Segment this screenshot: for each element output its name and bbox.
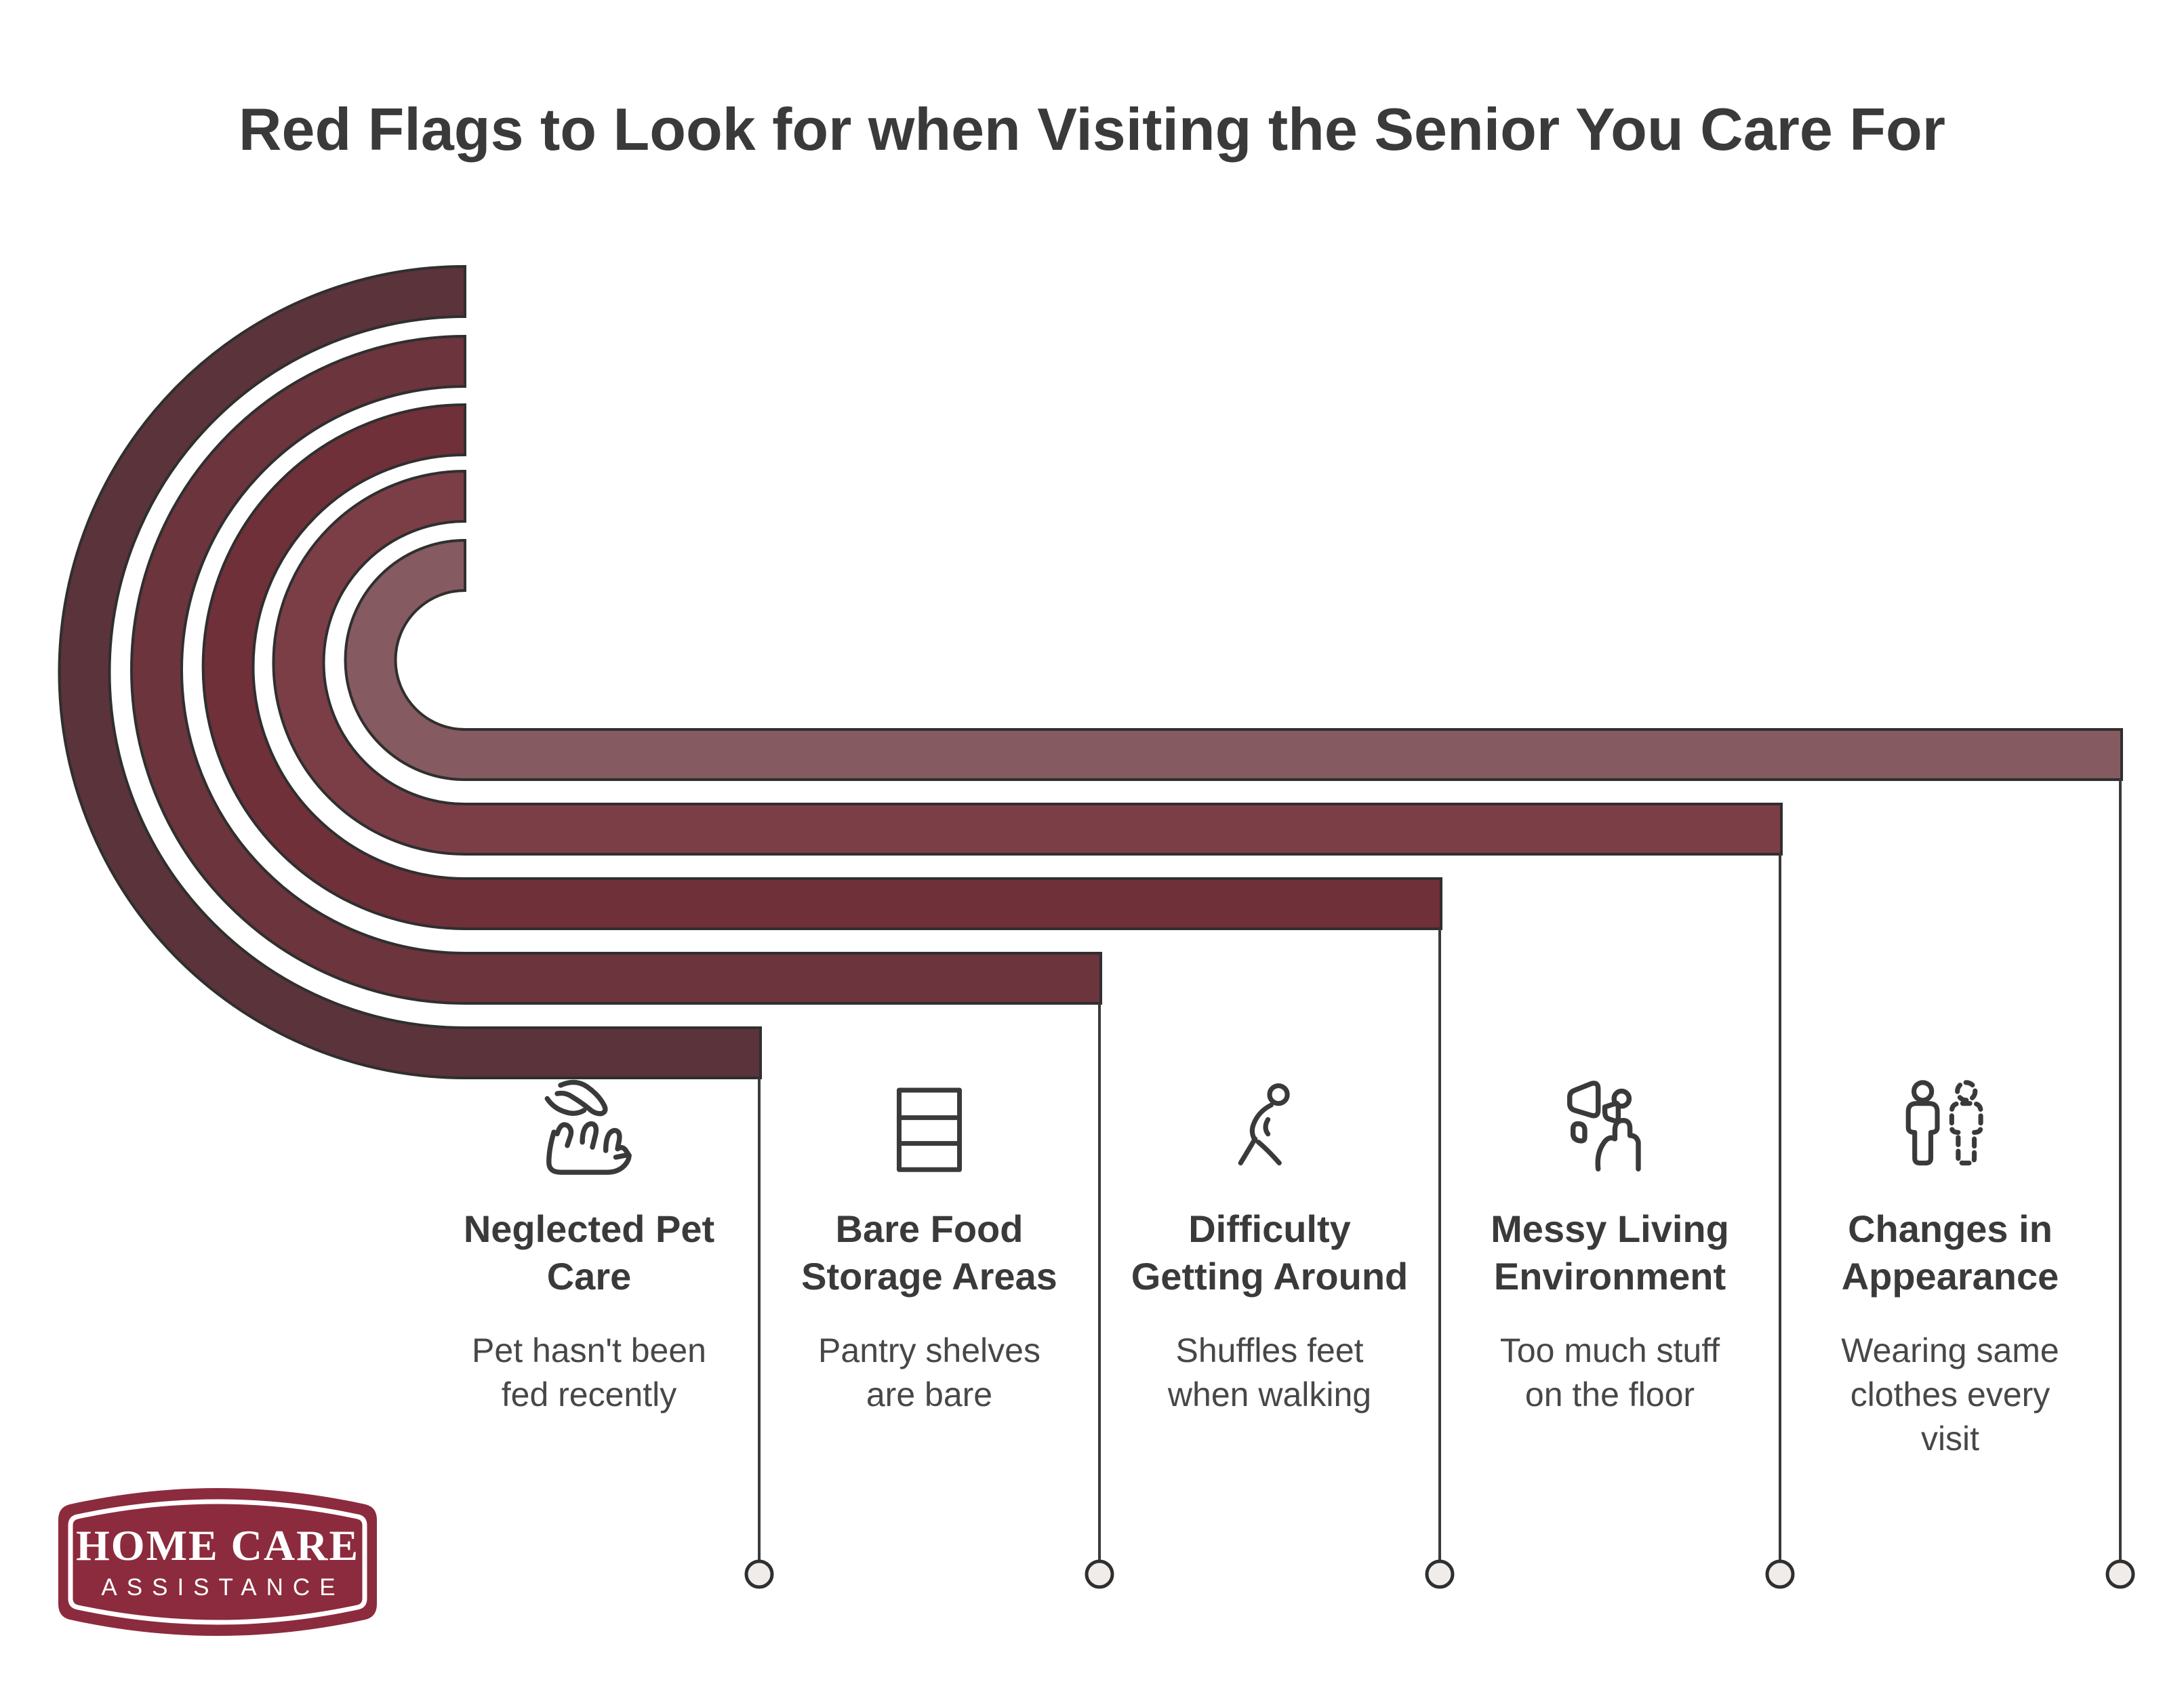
connector-dot-2 (1085, 1559, 1114, 1589)
item-icon-wrap (1457, 1066, 1762, 1182)
item-column-4: Messy Living Environment Too much stuff … (1457, 1066, 1762, 1417)
page-title: Red Flags to Look for when Visiting the … (238, 96, 1946, 163)
item-title: Neglected Pet Care (463, 1207, 715, 1298)
flow-bands-layer (58, 264, 2135, 1589)
item-column-1: Neglected Pet Care Pet hasn't been fed r… (437, 1066, 742, 1417)
flow-band-3 (201, 403, 1442, 930)
item-title: Messy Living Environment (1491, 1207, 1729, 1298)
item-icon-wrap (777, 1066, 1082, 1182)
connector-dot-5 (2105, 1559, 2135, 1589)
person-solid (1905, 1080, 1940, 1166)
flow-band-4 (272, 469, 1783, 856)
brand-subtitle: ASSISTANCE (101, 1574, 344, 1601)
item-icon-wrap (1117, 1066, 1422, 1182)
item-description: Shuffles feet when walking (1167, 1331, 1372, 1414)
walking-person-icon (1238, 1083, 1290, 1166)
appearance-change-icon (1905, 1080, 1983, 1166)
item-icon-wrap (437, 1066, 742, 1182)
brand-badge: HOME CARE ASSISTANCE (58, 1488, 377, 1636)
item-description: Pet hasn't been fed recently (472, 1331, 706, 1414)
item-icon-wrap (1798, 1066, 2103, 1182)
person-dashed (1949, 1080, 1983, 1166)
brand-badge-shape (58, 1488, 377, 1636)
item-column-2: Bare Food Storage Areas Pantry shelves a… (777, 1066, 1082, 1417)
connector-dot-3 (1425, 1559, 1455, 1589)
item-column-3: Difficulty Getting Around Shuffles feet … (1117, 1066, 1422, 1417)
item-title: Changes in Appearance (1841, 1207, 2059, 1298)
brand-name: HOME CARE (76, 1521, 359, 1569)
brand-badge-inner-border (68, 1499, 367, 1625)
connector-dot-4 (1765, 1559, 1795, 1589)
item-title: Bare Food Storage Areas (801, 1207, 1057, 1298)
pantry-shelves-icon (896, 1087, 963, 1172)
flow-band-5 (344, 538, 2123, 781)
item-description: Pantry shelves are bare (818, 1331, 1040, 1414)
item-description: Too much stuff on the floor (1499, 1331, 1720, 1414)
flow-band-1 (58, 264, 762, 1079)
flow-band-2 (130, 334, 1102, 1005)
connector-dot-1 (744, 1559, 774, 1589)
item-description: Wearing same clothes every visit (1841, 1331, 2059, 1458)
clutter-icon (1567, 1081, 1641, 1171)
item-title: Difficulty Getting Around (1131, 1207, 1409, 1298)
item-column-5: Changes in Appearance Wearing same cloth… (1798, 1066, 2103, 1461)
pet-care-icon (544, 1079, 632, 1175)
